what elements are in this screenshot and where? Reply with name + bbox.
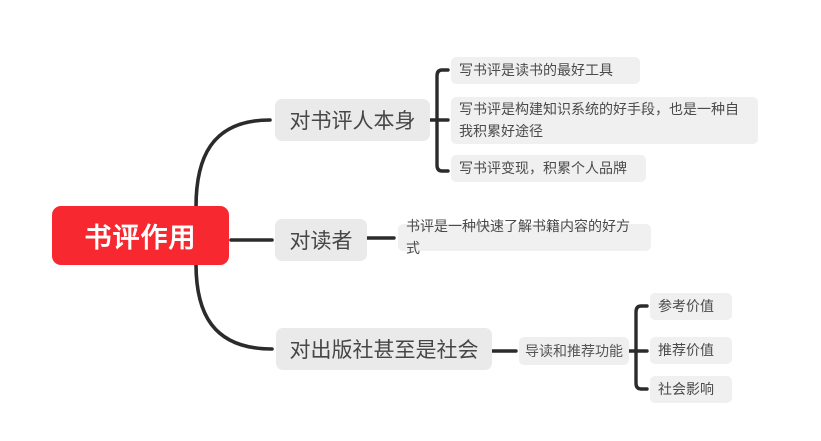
- leaf-node-1-1-label: 写书评是读书的最好工具: [459, 62, 613, 79]
- branch-node-3[interactable]: 对出版社甚至是社会: [276, 328, 492, 370]
- branch-node-1[interactable]: 对书评人本身: [275, 99, 430, 141]
- branch-node-2[interactable]: 对读者: [275, 219, 367, 261]
- bracket-branch-1: [435, 68, 450, 173]
- mid-node-3-1[interactable]: 导读和推荐功能: [519, 337, 629, 365]
- bracket-mid-1: [634, 304, 649, 391]
- leaf-node-1-3-label: 写书评变现，积累个人品牌: [459, 160, 627, 177]
- leaf-node-1-2-label: 写书评是构建知识系统的好手段，也是一种自我积累好途径: [459, 101, 739, 140]
- leaf-node-2-1-label: 书评是一种快速了解书籍内容的好方式: [406, 218, 630, 257]
- branch-node-3-label: 对出版社甚至是社会: [289, 338, 479, 362]
- mid-node-3-1-label: 导读和推荐功能: [525, 344, 623, 360]
- leaf-node-3-1-1-label: 参考价值: [658, 298, 714, 315]
- root-node[interactable]: 书评作用: [52, 206, 229, 265]
- leaf-node-2-1[interactable]: 书评是一种快速了解书籍内容的好方式: [398, 219, 651, 257]
- leaf-node-1-3[interactable]: 写书评变现，积累个人品牌: [451, 155, 646, 182]
- leaf-node-3-1-1[interactable]: 参考价值: [650, 293, 732, 320]
- edge-root-to-branch-3: [194, 262, 274, 351]
- leaf-node-3-1-3[interactable]: 社会影响: [650, 376, 732, 403]
- branch-node-1-label: 对书评人本身: [289, 109, 416, 133]
- leaf-node-3-1-2-label: 推荐价值: [658, 342, 714, 359]
- branch-node-2-label: 对读者: [289, 229, 353, 253]
- edge-root-to-branch-1: [194, 118, 272, 209]
- leaf-node-3-1-3-label: 社会影响: [658, 381, 714, 398]
- leaf-node-1-2[interactable]: 写书评是构建知识系统的好手段，也是一种自我积累好途径: [451, 97, 758, 144]
- leaf-node-1-1[interactable]: 写书评是读书的最好工具: [451, 57, 640, 84]
- root-node-label: 书评作用: [84, 223, 197, 254]
- leaf-node-3-1-2[interactable]: 推荐价值: [650, 337, 732, 364]
